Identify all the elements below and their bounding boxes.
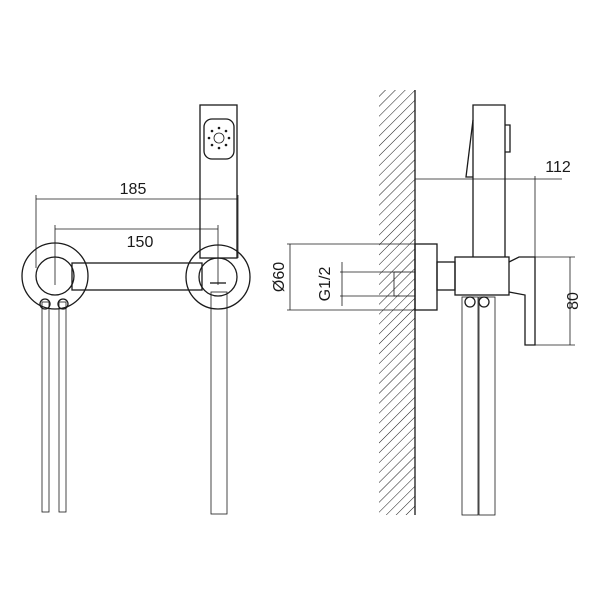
dimension-80: 80 bbox=[535, 256, 582, 346]
dimension-g12: G1/2 bbox=[317, 262, 400, 306]
connector-block bbox=[454, 256, 510, 296]
dimension-112: 112 bbox=[415, 159, 571, 257]
side-view: 112 Ø60 G1/2 80 bbox=[271, 90, 582, 516]
lever bbox=[508, 256, 536, 346]
hose-left-a bbox=[41, 301, 50, 513]
dim-150-label: 150 bbox=[127, 234, 154, 251]
flange-side bbox=[414, 243, 438, 311]
handset-side bbox=[465, 104, 511, 257]
handset bbox=[199, 104, 238, 259]
dimension-diameter-60: Ø60 bbox=[271, 243, 415, 311]
front-view: 185 150 bbox=[21, 104, 251, 515]
spray-nozzle-icon bbox=[213, 132, 225, 144]
hose-left-b bbox=[58, 301, 67, 513]
thread-connection bbox=[393, 271, 416, 297]
dim-g12-label: G1/2 bbox=[317, 267, 334, 302]
hose-side-b bbox=[478, 296, 496, 516]
valve-body bbox=[71, 262, 203, 291]
wall-section bbox=[379, 90, 415, 515]
dim-60-label: Ø60 bbox=[271, 262, 288, 292]
dimension-185: 185 bbox=[35, 181, 239, 268]
hose-side-a bbox=[461, 296, 479, 516]
dim-185-label: 185 bbox=[120, 181, 147, 198]
dim-112-label: 112 bbox=[545, 159, 571, 176]
hose-right bbox=[210, 291, 228, 515]
dimension-150: 150 bbox=[54, 225, 219, 285]
dim-80-label: 80 bbox=[565, 292, 582, 310]
